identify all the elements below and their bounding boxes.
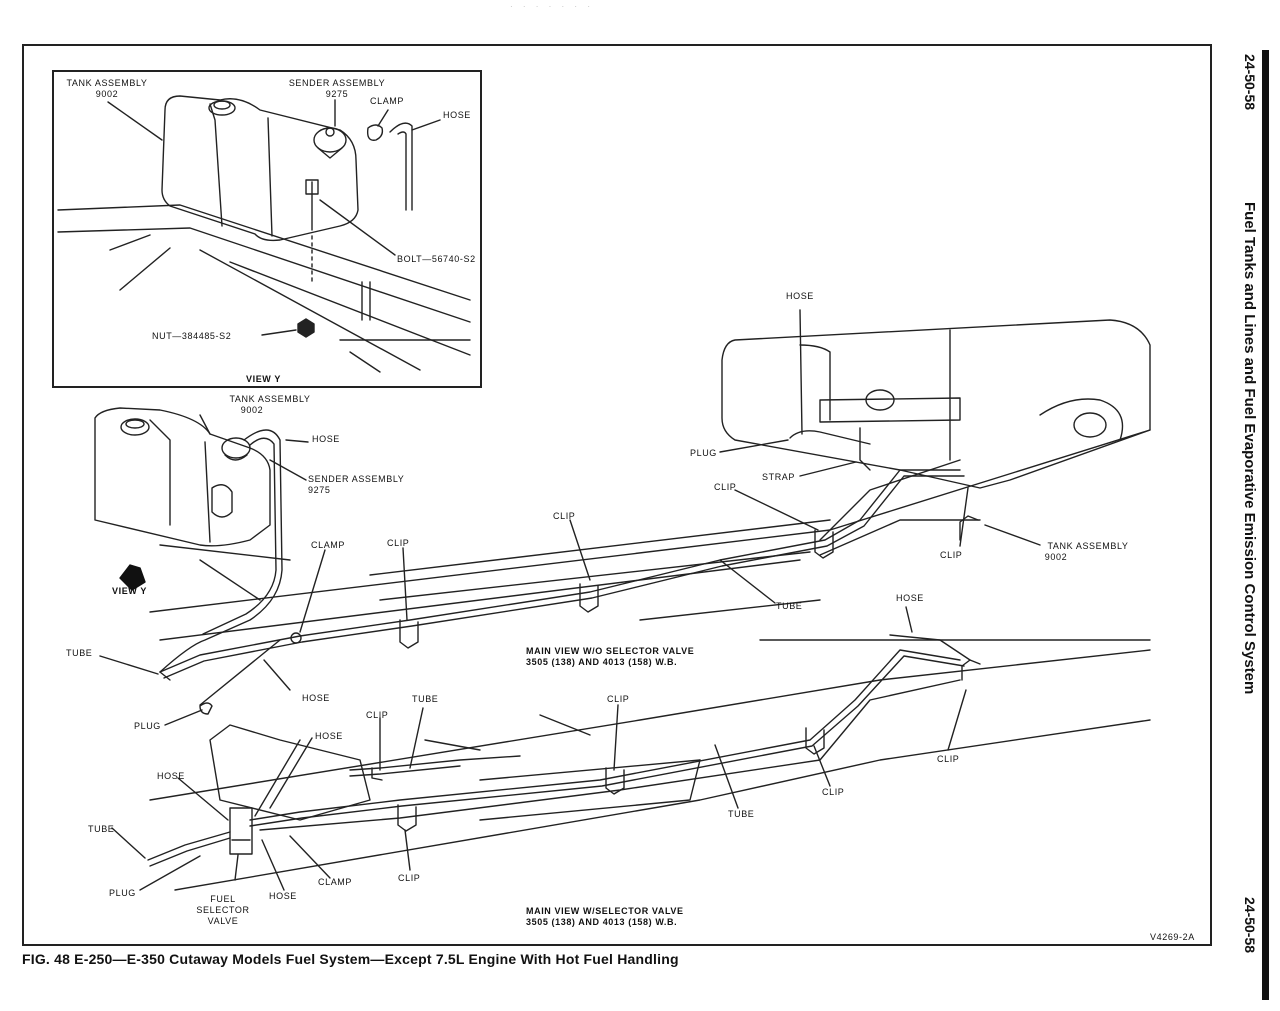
upper-tank-assembly-right-label: TANK ASSEMBLY 9002 [1040, 541, 1136, 563]
lower-clip-far-right-label: CLIP [937, 754, 960, 764]
upper-hose-top-label: HOSE [786, 291, 814, 301]
upper-clip-3-label: CLIP [714, 482, 737, 492]
upper-strap-label: STRAP [762, 472, 796, 482]
figure-code: V4269-2A [1150, 932, 1195, 942]
view-y-title: VIEW Y [246, 374, 281, 384]
lower-clip-bottom-label: CLIP [398, 873, 421, 883]
view-y-inset-frame [52, 70, 482, 388]
label-text: SENDER ASSEMBLY [288, 78, 386, 88]
label-part-number: 9275 [325, 89, 349, 99]
view-title-text: MAIN VIEW W/O SELECTOR VALVE [526, 646, 695, 656]
lower-plug-label: PLUG [109, 888, 136, 898]
page-number-top: 24-50-58 [1242, 54, 1258, 111]
upper-tank-assembly-left-label: TANK ASSEMBLY 9002 [210, 394, 330, 416]
lower-hose-top-label: HOSE [315, 731, 343, 741]
page-number-bottom: 24-50-58 [1242, 897, 1258, 954]
lower-fuel-selector-valve-label: FUEL SELECTOR VALVE [196, 894, 250, 926]
view-y-tank-assembly-label: TANK ASSEMBLY 9002 [60, 78, 154, 100]
view-title-text: MAIN VIEW W/SELECTOR VALVE [526, 906, 684, 916]
view-y-arrow-icon [119, 564, 146, 591]
upper-sender-assembly-label: SENDER ASSEMBLY 9275 [308, 474, 404, 496]
label-text: TANK ASSEMBLY [66, 78, 148, 88]
label-part-number: 9002 [95, 89, 119, 99]
figure-frame [22, 44, 1212, 946]
lower-view-title: MAIN VIEW W/SELECTOR VALVE 3505 (138) AN… [526, 906, 684, 928]
view-y-nut-label: NUT—384485-S2 [152, 331, 232, 341]
lower-clamp-label: CLAMP [318, 877, 353, 887]
lower-clips [371, 659, 981, 832]
upper-tube-center-label: TUBE [776, 601, 803, 611]
lower-view-drawing [111, 606, 1151, 891]
lower-clip-right-label: CLIP [822, 787, 845, 797]
label-text: SENDER ASSEMBLY [308, 474, 405, 484]
upper-view-drawing [94, 309, 1151, 726]
lower-hose-bottom-label: HOSE [269, 891, 297, 901]
view-subtitle-text: 3505 (138) AND 4013 (158) W.B. [526, 917, 678, 927]
upper-hose-left-label: HOSE [312, 434, 340, 444]
fuel-system-line-art [57, 95, 1151, 891]
label-part-number: 9002 [240, 405, 264, 415]
lower-tube-left-label: TUBE [88, 824, 115, 834]
upper-view-title: MAIN VIEW W/O SELECTOR VALVE 3505 (138) … [526, 646, 694, 668]
label-part-number: 9275 [308, 485, 331, 495]
view-y-sender-assembly-label: SENDER ASSEMBLY 9275 [283, 78, 391, 100]
upper-clip-4-label: CLIP [940, 550, 963, 560]
upper-plug-left-label: PLUG [134, 721, 161, 731]
label-part-number: 9002 [1044, 552, 1068, 562]
upper-view-y-ref: VIEW Y [112, 586, 147, 596]
label-text: TANK ASSEMBLY [229, 394, 311, 404]
lower-clip-center-label: CLIP [607, 694, 630, 704]
upper-clamp-label: CLAMP [311, 540, 346, 550]
upper-tube-left-label: TUBE [66, 648, 93, 658]
view-y-bolt-label: BOLT—56740-S2 [397, 254, 476, 264]
lower-hose-right-label: HOSE [896, 593, 924, 603]
upper-clip-1-label: CLIP [387, 538, 410, 548]
figure-caption: FIG. 48 E-250—E-350 Cutaway Models Fuel … [22, 951, 679, 967]
upper-plug-right-label: PLUG [690, 448, 717, 458]
upper-clip-2-label: CLIP [553, 511, 576, 521]
label-text: TANK ASSEMBLY [1047, 541, 1129, 551]
lower-tube-right-label: TUBE [728, 809, 755, 819]
section-title: Fuel Tanks and Lines and Fuel Evaporativ… [1241, 202, 1258, 695]
lower-tube-top-label: TUBE [412, 694, 439, 704]
view-y-drawing [57, 95, 471, 373]
lower-hose-left-label: HOSE [157, 771, 185, 781]
view-y-clamp-label: CLAMP [370, 96, 405, 106]
view-y-hose-label: HOSE [443, 110, 471, 120]
lower-clip-top-label: CLIP [366, 710, 389, 720]
scan-artifact-marks: · · · · · · · [510, 2, 594, 11]
upper-clips [290, 515, 979, 649]
view-subtitle-text: 3505 (138) AND 4013 (158) W.B. [526, 657, 678, 667]
upper-hose-lower-label: HOSE [302, 693, 330, 703]
side-rule [1262, 50, 1269, 1000]
